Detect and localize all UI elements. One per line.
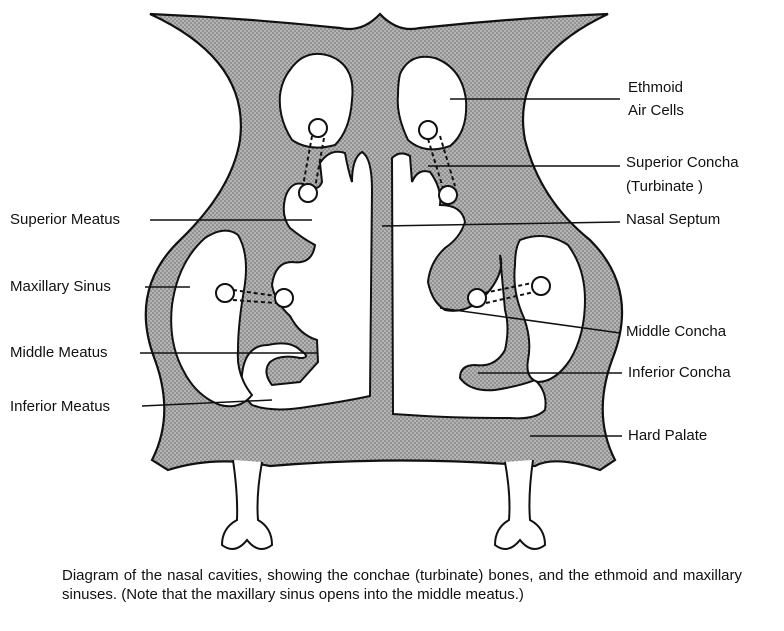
- label-ethmoid-line1: Ethmoid: [628, 79, 684, 96]
- label-superior-concha-line2: (Turbinate ): [626, 178, 703, 195]
- label-nasal-septum: Nasal Septum: [626, 211, 721, 228]
- leader-inferior-meatus: [141, 399, 273, 407]
- left-maxillary-opening-outer: [215, 283, 235, 303]
- label-hard-palate: Hard Palate: [628, 427, 708, 444]
- label-superior-meatus: Superior Meatus: [10, 211, 121, 228]
- left-ethmoid-opening-upper: [308, 118, 328, 138]
- left-ethmoid-opening-lower: [298, 183, 318, 203]
- leader-nasal-septum: [381, 221, 621, 227]
- left-tooth: [220, 459, 274, 550]
- right-ethmoid-opening-lower: [438, 185, 458, 205]
- left-nasal-cavity: [240, 150, 374, 411]
- label-ethmoid-line2: Air Cells: [628, 102, 684, 119]
- label-middle-concha: Middle Concha: [626, 323, 727, 340]
- right-tooth: [493, 459, 547, 550]
- right-ethmoid-opening-upper: [418, 120, 438, 140]
- leader-middle-concha: [439, 307, 621, 334]
- leader-lines: [140, 98, 622, 437]
- label-middle-meatus: Middle Meatus: [10, 344, 108, 361]
- figure-caption: Diagram of the nasal cavities, showing t…: [62, 567, 742, 603]
- right-nasal-cavity: [390, 152, 547, 420]
- left-ethmoid-cell: [278, 52, 354, 149]
- left-maxillary-sinus: [170, 229, 254, 408]
- right-ethmoid-cell: [396, 55, 468, 151]
- label-inferior-meatus: Inferior Meatus: [10, 398, 111, 415]
- right-maxillary-opening-outer: [531, 276, 551, 296]
- left-maxillary-opening-inner: [274, 288, 294, 308]
- label-superior-concha-line1: Superior Concha: [626, 154, 739, 171]
- right-maxillary-sinus: [513, 235, 587, 384]
- label-inferior-concha: Inferior Concha: [628, 364, 731, 381]
- label-maxillary-sinus: Maxillary Sinus: [10, 278, 111, 295]
- openings: [215, 118, 551, 308]
- right-maxillary-opening-inner: [467, 288, 487, 308]
- nasal-cavity-diagram: [140, 12, 624, 550]
